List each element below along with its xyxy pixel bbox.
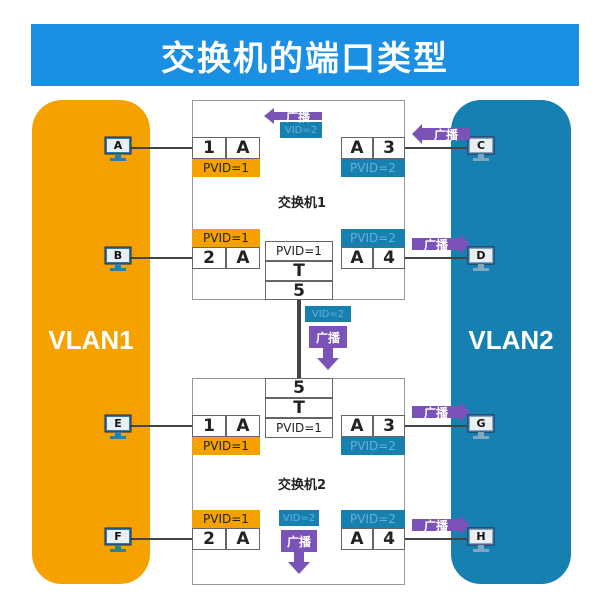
host-C-label: C <box>476 139 486 152</box>
switch1-port1-pvid: PVID=1 <box>192 159 260 177</box>
switch2-broadcast: VID=2 广播 <box>279 510 319 576</box>
link-F <box>130 538 192 540</box>
host-E: E <box>104 414 132 440</box>
host-B-label: B <box>113 249 123 262</box>
computer-icon <box>467 527 495 552</box>
right-arrow-icon <box>412 402 470 422</box>
left-arrow-icon <box>412 124 470 144</box>
computer-icon <box>467 414 495 439</box>
broadcast-label-D: 广播 <box>423 237 448 252</box>
host-A-label: A <box>113 139 123 152</box>
vlan2-label: VLAN2 <box>468 325 554 355</box>
switch1-broadcast-label: 广播 <box>285 109 310 124</box>
computer-icon <box>467 246 495 271</box>
switch2-port5-mode: T <box>265 398 333 418</box>
vlan1-label: VLAN1 <box>48 325 134 355</box>
switch1-port1-number: 1 <box>192 137 226 159</box>
link-C <box>405 147 467 149</box>
switch1-port5-number: 5 <box>265 281 333 301</box>
host-F-label: F <box>114 530 122 543</box>
switch1-port4-number: 4 <box>373 247 405 269</box>
switch2-port5-number: 5 <box>265 378 333 398</box>
page-title: 交换机的端口类型 <box>31 24 579 86</box>
computer-icon <box>104 136 132 161</box>
switch2-port4-mode: A <box>341 528 373 550</box>
switch1-port2-mode: A <box>226 247 260 269</box>
host-H: H <box>467 527 495 553</box>
switch1-port1-mode: A <box>226 137 260 159</box>
switch2-port2-number: 2 <box>192 528 226 550</box>
switch2-label: 交换机2 <box>277 478 327 493</box>
switch2-port1-pvid: PVID=1 <box>192 437 260 455</box>
switch1-port4-mode: A <box>341 247 373 269</box>
switch2-port3-mode: A <box>341 415 373 437</box>
switch2-port4-number: 4 <box>373 528 405 550</box>
broadcast-to-H: 广播 <box>412 515 470 535</box>
switch2-port1-mode: A <box>226 415 260 437</box>
host-B: B <box>104 246 132 272</box>
broadcast-to-D: 广播 <box>412 234 470 254</box>
host-G: G <box>467 414 495 440</box>
trunk-vid-tag: VID=2 <box>311 308 345 320</box>
trunk-broadcast: VID=2 广播 <box>305 306 351 372</box>
host-D: D <box>467 246 495 272</box>
host-C: C <box>467 136 495 162</box>
trunk-broadcast-label: 广播 <box>315 330 340 345</box>
broadcast-label-G: 广播 <box>423 405 448 420</box>
right-arrow-icon <box>412 515 470 535</box>
broadcast-label-H: 广播 <box>423 518 448 533</box>
link-A <box>130 147 192 149</box>
switch1-port3-pvid: PVID=2 <box>341 159 405 177</box>
switch1-port5-mode: T <box>265 261 333 281</box>
switch2-port2-pvid: PVID=1 <box>192 510 260 528</box>
host-H-label: H <box>476 530 486 543</box>
broadcast-to-G: 广播 <box>412 402 470 422</box>
host-E-label: E <box>114 417 122 430</box>
link-E <box>130 425 192 427</box>
trunk-link <box>297 300 301 378</box>
switch1-broadcast: 广播 VID=2 <box>262 108 322 140</box>
switch1-port2-number: 2 <box>192 247 226 269</box>
computer-icon <box>104 527 132 552</box>
switch1-port3-mode: A <box>341 137 373 159</box>
switch1-port3-number: 3 <box>373 137 405 159</box>
host-G-label: G <box>476 417 486 430</box>
switch2-port5-pvid: PVID=1 <box>265 418 333 438</box>
host-A: A <box>104 136 132 162</box>
link-H <box>405 538 467 540</box>
left-arrow-icon <box>264 108 322 138</box>
link-D <box>405 257 467 259</box>
broadcast-from-C: 广播 <box>412 124 470 144</box>
switch2-broadcast-label: 广播 <box>286 534 311 549</box>
switch2-port1-number: 1 <box>192 415 226 437</box>
right-arrow-icon <box>412 234 470 254</box>
computer-icon <box>104 246 132 271</box>
switch1-vid-tag: VID=2 <box>284 124 318 136</box>
down-arrow-icon <box>279 510 319 574</box>
vlan2-region <box>451 100 571 584</box>
link-G <box>405 425 467 427</box>
switch1-port5-pvid: PVID=1 <box>265 241 333 261</box>
switch1-label: 交换机1 <box>277 196 327 211</box>
switch1-port2-pvid: PVID=1 <box>192 229 260 247</box>
switch2-port2-mode: A <box>226 528 260 550</box>
switch2-vid-tag: VID=2 <box>282 512 316 524</box>
computer-icon <box>467 136 495 161</box>
link-B <box>130 257 192 259</box>
computer-icon <box>104 414 132 439</box>
switch2-port3-pvid: PVID=2 <box>341 437 405 455</box>
host-F: F <box>104 527 132 553</box>
switch1-port4-pvid: PVID=2 <box>341 229 405 247</box>
down-arrow-icon <box>305 306 351 370</box>
vlan1-region <box>32 100 150 584</box>
switch2-port4-pvid: PVID=2 <box>341 510 405 528</box>
broadcast-label-C: 广播 <box>433 127 458 142</box>
host-D-label: D <box>476 249 486 262</box>
switch2-port3-number: 3 <box>373 415 405 437</box>
